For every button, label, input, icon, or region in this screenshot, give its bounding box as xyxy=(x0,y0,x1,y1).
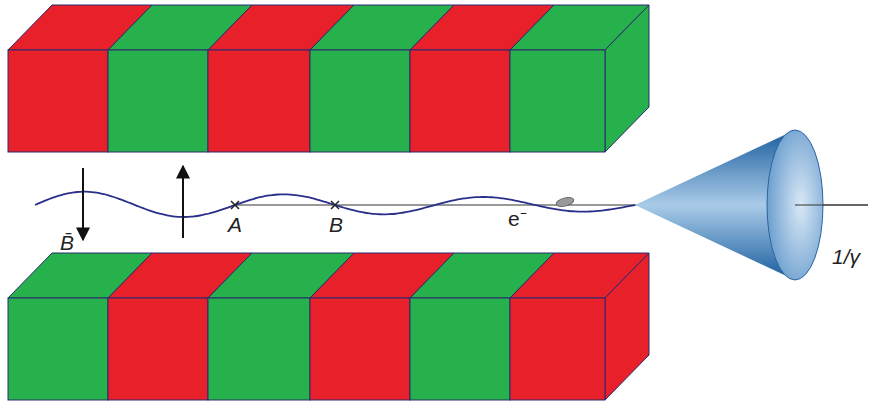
field-label: B̄ xyxy=(60,232,74,253)
field-arrow-down xyxy=(82,168,84,240)
point-label: A xyxy=(228,214,242,235)
electron-label: e⁻ xyxy=(508,208,527,229)
magnet-block xyxy=(510,5,649,152)
magnet-array xyxy=(8,5,649,400)
electron-bunch xyxy=(555,196,574,208)
axis-line xyxy=(795,205,868,206)
magnet-block xyxy=(510,253,649,400)
point-markers xyxy=(231,201,339,209)
angle-label: 1/γ xyxy=(832,246,860,267)
point-label: B xyxy=(329,214,343,235)
field-arrow-up xyxy=(182,166,184,238)
